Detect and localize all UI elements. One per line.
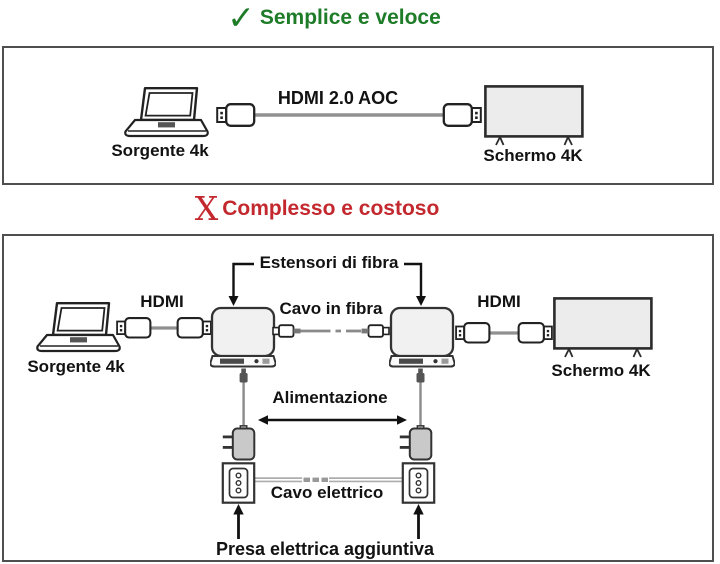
fiber-connector-icon — [272, 324, 302, 338]
screen-label: Schermo 4K — [551, 361, 651, 380]
electric-cable — [254, 477, 403, 483]
hdmi-aoc-label: HDMI 2.0 AOC — [277, 88, 399, 108]
fiber-extender-icon — [389, 306, 455, 368]
arrow-down-icon — [228, 296, 239, 306]
power-adapter-icon — [398, 425, 433, 461]
cross-icon: X — [194, 189, 219, 228]
arrow-down-icon — [416, 296, 426, 306]
wall-outlet-icon — [221, 462, 256, 504]
check-icon: ✓ — [227, 0, 255, 36]
tv-screen-icon — [484, 85, 584, 147]
power-double-arrow — [258, 415, 407, 425]
source-label: Sorgente 4k — [111, 141, 209, 160]
laptop-icon — [36, 302, 121, 353]
power-adapter-icon — [221, 425, 256, 461]
screen-label: Schermo 4K — [483, 146, 583, 165]
extenders-pointer-arrows — [232, 262, 423, 297]
hdmi-plug-icon — [442, 103, 482, 127]
complex-setup-panel — [2, 234, 714, 562]
simple-title: ✓ Semplice e veloce — [227, 1, 441, 34]
complex-title-text: Complesso e costoso — [222, 196, 440, 220]
power-cable — [239, 368, 248, 426]
wall-outlet-icon — [401, 462, 436, 504]
tv-screen-icon — [553, 297, 653, 359]
fiber-cable-label: Cavo in fibra — [279, 299, 383, 318]
hdmi-right-label: HDMI — [477, 292, 521, 311]
source-label: Sorgente 4k — [27, 357, 125, 376]
complex-title: X Complesso e costoso — [195, 192, 440, 225]
hdmi-plug-icon — [116, 317, 152, 339]
extra-outlet-label: Presa elettrica aggiuntiva — [215, 539, 435, 559]
hdmi-left-label: HDMI — [140, 292, 184, 311]
outlet-pointer-arrow — [413, 504, 424, 539]
extenders-label: Estensori di fibra — [259, 253, 399, 272]
outlet-pointer-arrow — [233, 504, 244, 539]
hdmi-plug-icon — [517, 322, 553, 344]
hdmi-plug-icon — [176, 317, 212, 339]
power-label: Alimentazione — [272, 388, 388, 407]
fiber-extender-icon — [210, 306, 276, 368]
power-cable — [416, 368, 425, 426]
fiber-connector-icon — [360, 324, 390, 338]
laptop-icon — [124, 87, 209, 138]
hdmi-plug-icon — [216, 103, 256, 127]
hdmi-plug-icon — [455, 322, 491, 344]
electric-cable-label: Cavo elettrico — [270, 483, 384, 502]
simple-title-text: Semplice e veloce — [259, 5, 441, 29]
